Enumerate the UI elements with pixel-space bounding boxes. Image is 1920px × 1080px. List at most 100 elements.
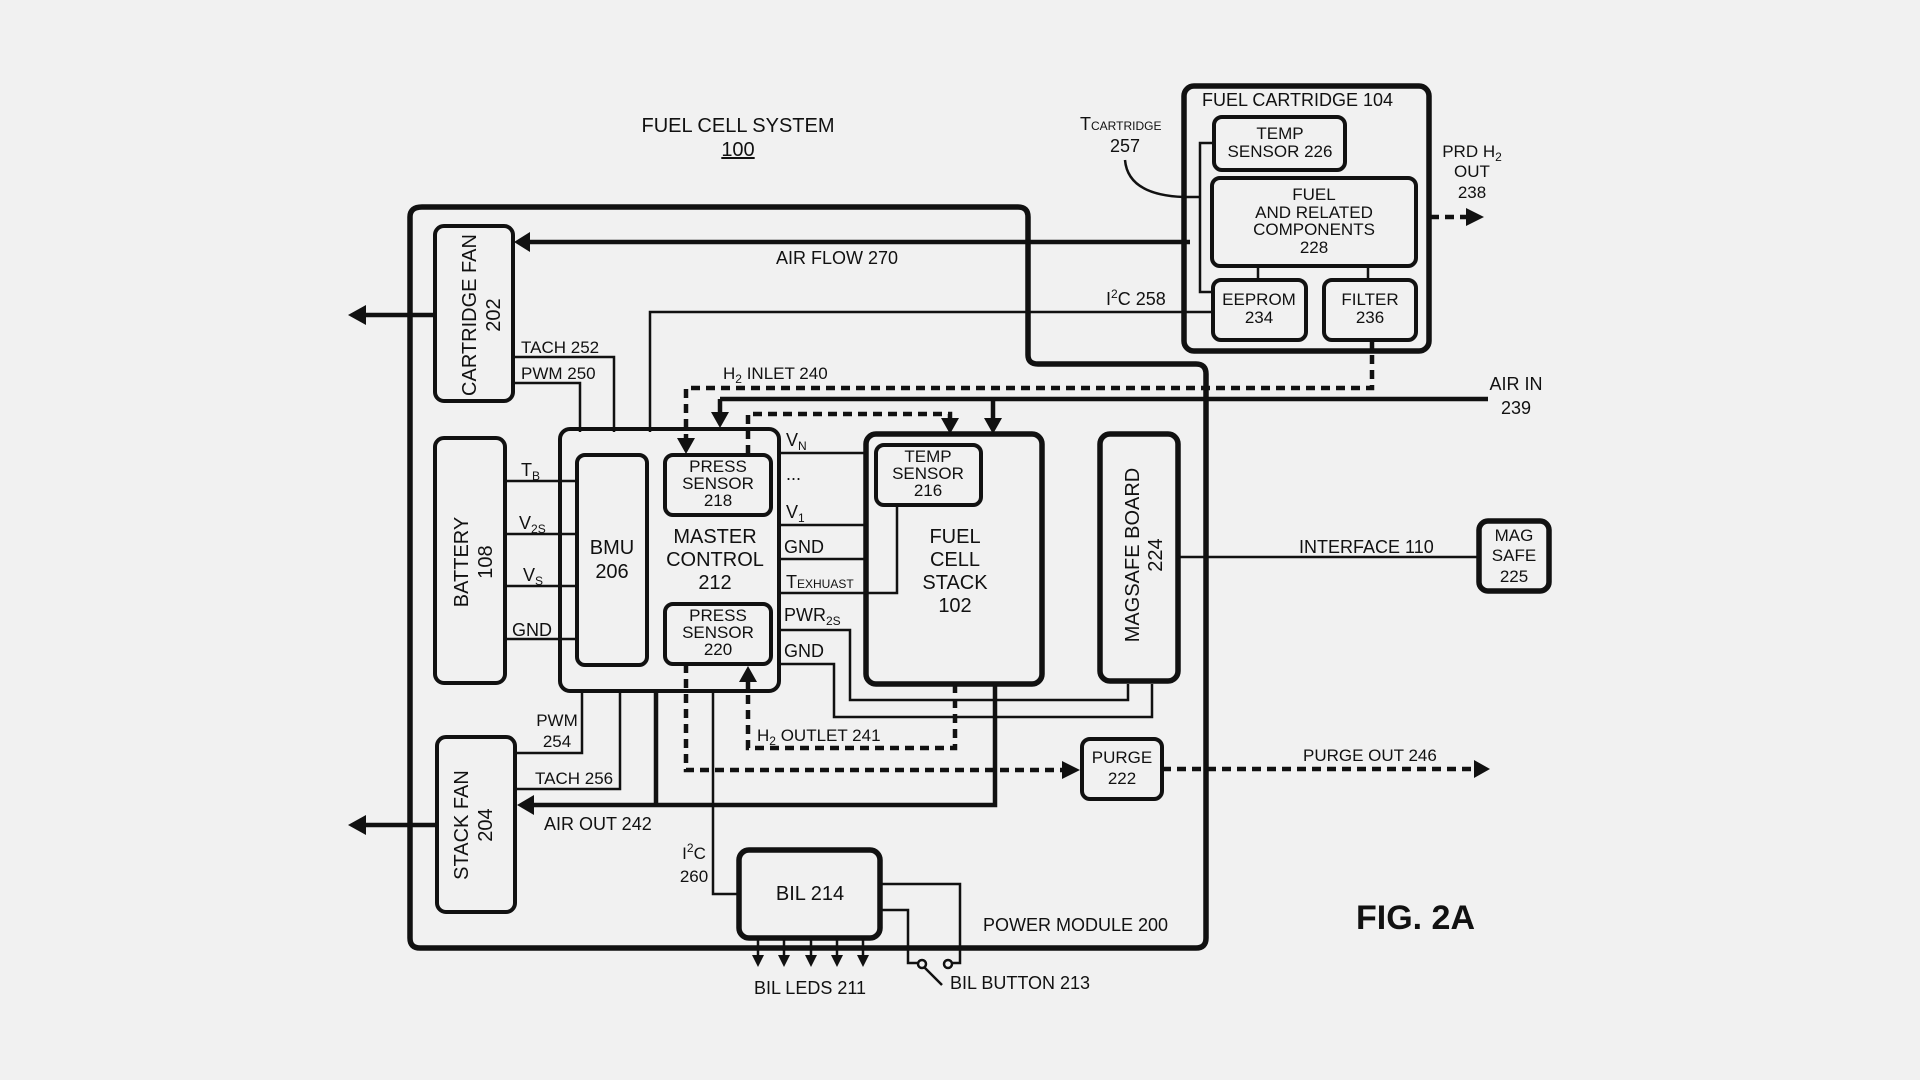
cartridge-fan-line2: 202 xyxy=(483,298,505,331)
v1-label: V1 xyxy=(786,502,805,525)
t-cartridge-label: TCARTRIDGE xyxy=(1080,114,1161,134)
system-ref: 100 xyxy=(721,139,754,161)
battery-box xyxy=(433,436,507,685)
tach-256-wire xyxy=(515,691,622,791)
figure-label: FIG. 2A xyxy=(1356,899,1475,937)
h2-to-stack-arrowhead xyxy=(941,418,959,434)
gnd2-wire xyxy=(779,662,1154,719)
power-module-outline xyxy=(407,204,1209,951)
magsafe-225-line3: 225 xyxy=(1500,567,1528,586)
t-cartridge-ref: 257 xyxy=(1110,136,1140,156)
purge-line2: 222 xyxy=(1108,769,1136,788)
bil-box xyxy=(736,847,883,941)
fuel-cell-stack-line4: 102 xyxy=(938,595,971,617)
purge-line1: PURGE xyxy=(1092,748,1152,767)
gnd-batt-label: GND xyxy=(512,620,552,640)
bil-button-wire-b xyxy=(880,882,962,965)
air-in-line1: AIR IN xyxy=(1489,374,1542,394)
gnd1-label: GND xyxy=(784,537,824,557)
stack-fan-line1: STACK FAN xyxy=(451,770,473,880)
pwr2s-wire xyxy=(779,628,1130,702)
air-out-arrowhead xyxy=(517,795,534,815)
texhaust-wire xyxy=(779,505,899,595)
filter-line2: 236 xyxy=(1356,308,1384,327)
i2c-260-line1: I2C xyxy=(682,841,706,863)
h2-to-stack-dashed-line xyxy=(745,411,953,454)
pwr2s-label: PWR2S xyxy=(784,605,841,628)
fuel-components-box xyxy=(1210,176,1418,268)
interface-label: INTERFACE 110 xyxy=(1299,537,1434,557)
t-cartridge-leader xyxy=(1123,159,1200,199)
air-out-line xyxy=(530,684,998,808)
fuel-cell-stack-line2: CELL xyxy=(930,549,980,571)
bmu-line2: 206 xyxy=(595,561,628,583)
bil-button-contact-a xyxy=(916,958,928,970)
eeprom-box xyxy=(1211,278,1308,342)
system-title: FUEL CELL SYSTEM xyxy=(641,115,834,137)
fuel-components-line1: FUEL xyxy=(1292,185,1335,204)
vn-label: VN xyxy=(786,430,807,453)
i2c-258-wire xyxy=(648,310,1213,432)
air-in-arrowhead-master xyxy=(711,412,729,428)
fuel-cartridge-label: FUEL CARTRIDGE 104 xyxy=(1202,90,1393,110)
h2-outlet-dashed-line xyxy=(745,680,958,751)
purge-out-label: PURGE OUT 246 xyxy=(1303,746,1437,765)
fuel-cell-stack-line1: FUEL xyxy=(929,526,980,548)
press-sensor-220-line2: SENSOR xyxy=(682,623,754,642)
fuel-cartridge-box xyxy=(1181,83,1432,354)
cartridge-fan-line1: CARTRIDGE FAN xyxy=(459,234,481,396)
battery-line2: 108 xyxy=(475,545,497,578)
press-sensor-218-box xyxy=(663,453,773,517)
tb-label: TB xyxy=(521,460,540,483)
to-purge-dashed-line xyxy=(683,664,1064,773)
press-sensor-220-line1: PRESS xyxy=(689,606,747,625)
press-sensor-218-line3: 218 xyxy=(704,491,732,510)
bil-button-contact-b xyxy=(942,958,954,970)
i2c-260-wire xyxy=(711,691,738,896)
h2-outlet-label: H2 OUTLET 241 xyxy=(757,726,881,748)
bmu-box xyxy=(575,453,649,667)
magsafe-225-box xyxy=(1476,518,1552,594)
air-flow-arrowhead xyxy=(514,232,530,252)
master-control-line1: MASTER xyxy=(673,526,756,548)
prd-out-line1: PRD H2 xyxy=(1442,142,1502,164)
h2-inlet-dashed-line xyxy=(683,340,1375,440)
press-sensor-220-line3: 220 xyxy=(704,640,732,659)
bil-led-arrowhead-5 xyxy=(857,955,869,967)
air-in-arrowhead-stack xyxy=(984,418,1002,434)
gnd2-label: GND xyxy=(784,641,824,661)
stack-fan-line2: 204 xyxy=(475,808,497,841)
filter-line1: FILTER xyxy=(1341,290,1398,309)
fuel-components-line4: 228 xyxy=(1300,238,1328,257)
purge-out-arrowhead xyxy=(1474,760,1490,778)
air-out-label: AIR OUT 242 xyxy=(544,814,652,834)
cartridge-internal-wire xyxy=(1198,141,1214,294)
bil-button-lever xyxy=(923,966,943,986)
bil-led-arrowhead-2 xyxy=(778,955,790,967)
bmu-line1: BMU xyxy=(590,537,634,559)
master-control-line3: 212 xyxy=(698,572,731,594)
press-sensor-218-line2: SENSOR xyxy=(682,474,754,493)
magsafe-225-line1: MAG xyxy=(1495,526,1534,545)
pwm-254-line2: 254 xyxy=(543,732,571,751)
tach-256-label: TACH 256 xyxy=(535,769,613,788)
h2-inlet-arrowhead xyxy=(677,438,695,454)
pwm-254-line1: PWM xyxy=(536,711,578,730)
h2-inlet-label: H2 INLET 240 xyxy=(723,364,828,386)
v2s-label: V2S xyxy=(519,513,546,536)
pwm-250-label: PWM 250 xyxy=(521,364,596,383)
prd-out-line2: OUT xyxy=(1454,162,1490,181)
power-module-label: POWER MODULE 200 xyxy=(983,915,1168,935)
press-sensor-218-line1: PRESS xyxy=(689,457,747,476)
texhaust-label: TEXHUAST xyxy=(786,572,854,592)
battery-line1: BATTERY xyxy=(451,517,473,607)
press-sensor-220-box xyxy=(663,602,773,666)
fuel-cell-stack-line3: STACK xyxy=(922,572,988,594)
temp-sensor-216-line1: TEMP xyxy=(904,447,951,466)
fuel-components-line3: COMPONENTS xyxy=(1253,220,1375,239)
bil-led-arrowhead-1 xyxy=(752,955,764,967)
bil-led-arrowhead-3 xyxy=(805,955,817,967)
h2-outlet-arrowhead xyxy=(739,666,757,682)
temp-sensor-216-box xyxy=(874,443,983,507)
